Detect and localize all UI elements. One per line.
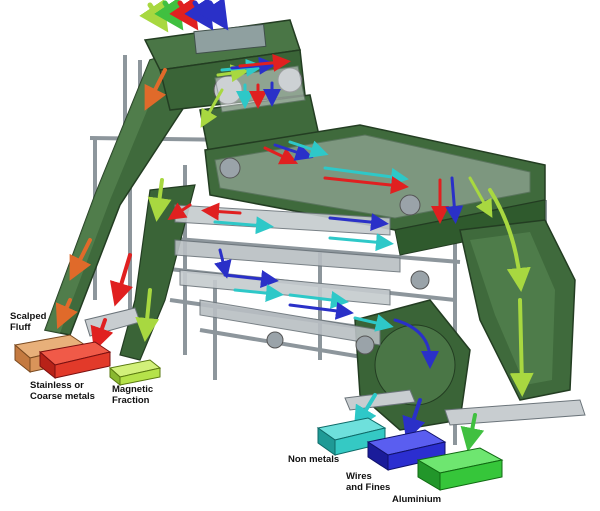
bottom-drop-arrows [353, 393, 485, 452]
middle-belt-arrows [167, 202, 394, 279]
lower-belt-arrows [223, 270, 439, 369]
upper-belt-arrows [263, 140, 493, 224]
label-stainless-coarse-metals: Stainless or Coarse metals [30, 380, 95, 402]
bin-magnetic [108, 359, 162, 387]
bin-stainless [38, 341, 112, 380]
label-non-metals: Non metals [288, 454, 340, 465]
bin-aluminium [416, 447, 504, 491]
magnetic-arrows [200, 53, 291, 128]
label-magnetic-fraction: Magnetic Fraction [112, 384, 154, 406]
magnetic-chute [119, 184, 196, 361]
fluff-arrows [55, 68, 167, 329]
label-scalped-fluff: Scalped Fluff [10, 311, 47, 333]
aluminium-arrow [488, 188, 534, 397]
left-drop-arrows [90, 178, 172, 352]
input-arrows [139, 0, 229, 33]
label-aluminium: Aluminium [392, 494, 442, 505]
right-discharge-chute [459, 219, 576, 401]
label-wires-and-fines: Wires and Fines [346, 471, 391, 493]
